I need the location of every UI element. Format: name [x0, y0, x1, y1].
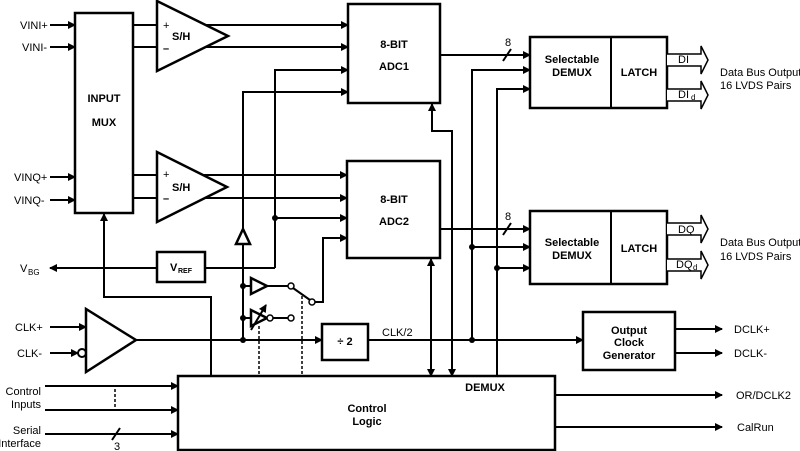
svg-text:BG: BG [28, 268, 40, 277]
bus-width-label: 8 [505, 211, 511, 223]
switch-icon [292, 287, 311, 301]
svg-text:S/H: S/H [172, 182, 190, 194]
buffer-icon [249, 275, 270, 297]
svg-text:S/H: S/H [172, 31, 190, 43]
svg-text:8-BIT: 8-BIT [380, 194, 408, 206]
serial-width-label: 3 [114, 441, 120, 451]
svg-text:REF: REF [178, 268, 193, 275]
svg-text:d: d [691, 93, 695, 102]
vbg-label: V [20, 263, 28, 275]
control-inputs-label-2: Inputs [11, 399, 41, 411]
svg-text:Output: Output [611, 325, 647, 337]
demux-latch-2: Selectable DEMUX LATCH [528, 209, 669, 286]
vin-q-minus-label: VINQ- [14, 195, 45, 207]
dclk-minus-label: DCLK- [734, 348, 767, 360]
vref-block [155, 250, 207, 284]
did-label: DI [678, 89, 689, 101]
svg-text:ADC1: ADC1 [379, 61, 409, 73]
serial-interface-label: Serial [13, 425, 41, 437]
vin-i-minus-label: VINI- [22, 42, 47, 54]
control-logic-block [176, 374, 557, 451]
svg-text:ADC2: ADC2 [379, 216, 409, 228]
svg-text:+: + [163, 169, 169, 181]
dq-label: DQ [678, 224, 695, 236]
control-inputs-label: Control [6, 386, 41, 398]
svg-text:DEMUX: DEMUX [552, 67, 592, 79]
svg-text:Selectable: Selectable [545, 54, 599, 66]
data-bus-label: Data Bus Output [720, 67, 800, 79]
svg-text:Control: Control [347, 403, 386, 415]
vin-q-plus-label: VINQ+ [14, 172, 47, 184]
lvds-pairs-label: 16 LVDS Pairs [720, 251, 792, 263]
divide-by-2-block [320, 322, 370, 362]
output-bus-arrows [667, 45, 709, 280]
dqd-label: DQ [676, 259, 693, 271]
svg-text:d: d [693, 263, 697, 272]
adc2-block [345, 159, 442, 260]
clock-receiver [84, 306, 139, 375]
sample-hold-1: +S/H– [155, 0, 231, 74]
svg-text:Selectable: Selectable [545, 237, 599, 249]
lvds-pairs-label: 16 LVDS Pairs [720, 80, 792, 92]
output-clock-generator [581, 310, 677, 372]
mux-label-2: MUX [92, 117, 117, 129]
calrun-label: CalRun [737, 422, 774, 434]
input-signals: VINI+ VINI- VINQ+ VINQ- [14, 20, 76, 207]
svg-text:V: V [170, 262, 178, 274]
svg-text:DEMUX: DEMUX [465, 382, 505, 394]
svg-text:8-BIT: 8-BIT [380, 39, 408, 51]
vin-i-plus-label: VINI+ [20, 20, 48, 32]
svg-text:LATCH: LATCH [621, 67, 658, 79]
or-dclk2-label: OR/DCLK2 [736, 390, 791, 402]
sample-hold-2: +S/H– [155, 149, 230, 225]
svg-text:Clock: Clock [614, 337, 645, 349]
input-mux-block [73, 11, 135, 215]
di-label: DI [678, 54, 689, 66]
dclk-plus-label: DCLK+ [734, 324, 770, 336]
serial-interface-label-2: Interface [0, 438, 41, 450]
svg-text:Generator: Generator [603, 350, 656, 362]
bus-width-label: 8 [505, 37, 511, 49]
svg-text:Logic: Logic [352, 416, 381, 428]
svg-text:LATCH: LATCH [621, 243, 658, 255]
clk-minus-label: CLK- [17, 348, 42, 360]
mux-label-1: INPUT [88, 93, 121, 105]
svg-text:–: – [163, 193, 169, 205]
clk2-label: CLK/2 [382, 327, 413, 339]
demux-latch-1: Selectable DEMUX LATCH [528, 35, 669, 110]
svg-text:÷ 2: ÷ 2 [337, 336, 352, 348]
svg-text:–: – [163, 43, 169, 55]
svg-text:DEMUX: DEMUX [552, 250, 592, 262]
svg-text:+: + [163, 20, 169, 32]
data-bus-label: Data Bus Output [720, 237, 800, 249]
adc1-block [346, 2, 442, 105]
clk-plus-label: CLK+ [15, 322, 43, 334]
buffer-icon [234, 226, 252, 246]
